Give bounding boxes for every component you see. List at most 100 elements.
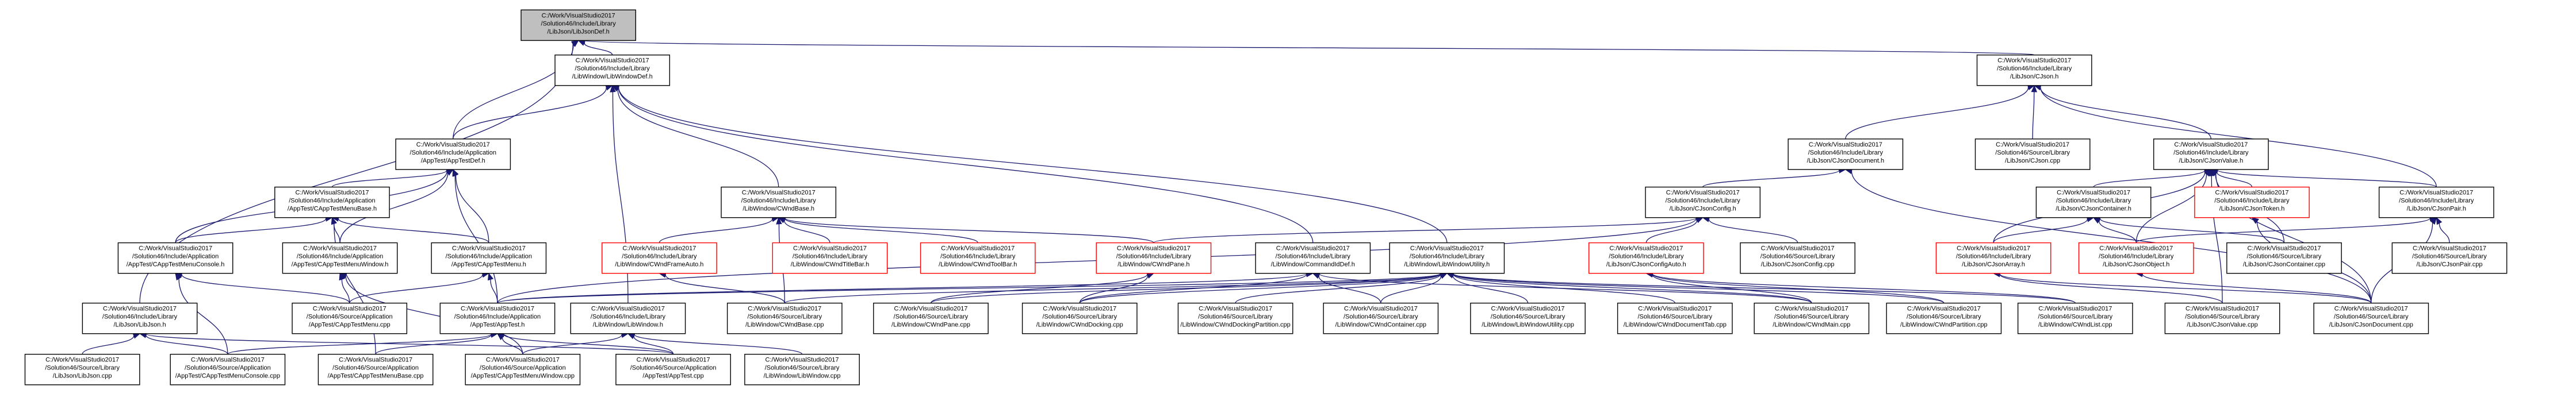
node-CJsonToken_h[interactable]: C:/Work/VisualStudio2017/Solution46/Incl…	[2194, 186, 2310, 218]
node-CAppTestMenuConsole_cpp[interactable]: C:/Work/VisualStudio2017/Solution46/Sour…	[170, 353, 286, 386]
node-CAppTestMenuBase_cpp[interactable]: C:/Work/VisualStudio2017/Solution46/Sour…	[317, 353, 434, 386]
node-label-line: /LibWindow/LibWindow.cpp	[764, 373, 841, 380]
node-CAppTestMenuWindow_cpp[interactable]: C:/Work/VisualStudio2017/Solution46/Sour…	[465, 353, 581, 386]
edge-AppTest_cpp-to-LibJson_h	[139, 330, 674, 355]
node-CJsonArray_h[interactable]: C:/Work/VisualStudio2017/Solution46/Incl…	[1935, 242, 2051, 274]
node-CWndTitleBar_h[interactable]: C:/Work/VisualStudio2017/Solution46/Incl…	[772, 242, 888, 274]
node-label-line: /Solution46/Source/Library	[45, 365, 120, 372]
node-CJsonContainer_h[interactable]: C:/Work/VisualStudio2017/Solution46/Incl…	[2035, 186, 2152, 218]
node-label-line: /LibJson/CJsonArray.h	[1962, 261, 2025, 268]
node-CWndDockingPartition_cpp[interactable]: C:/Work/VisualStudio2017/Solution46/Sour…	[1177, 302, 1293, 334]
node-CWndDocking_cpp[interactable]: C:/Work/VisualStudio2017/Solution46/Sour…	[1021, 302, 1138, 334]
node-CAppTestMenu_h[interactable]: C:/Work/VisualStudio2017/Solution46/Incl…	[431, 242, 547, 274]
node-box	[520, 9, 637, 41]
node-box	[1976, 55, 2092, 86]
node-label-line: C:/Work/VisualStudio2017	[1957, 245, 2030, 252]
arrowhead-icon	[2430, 217, 2437, 225]
node-label-line: /AppTest/CAppTestMenuBase.cpp	[328, 373, 424, 380]
node-CJsonValue_cpp[interactable]: C:/Work/VisualStudio2017/Solution46/Sour…	[2164, 302, 2280, 334]
node-CWndToolBar_h[interactable]: C:/Work/VisualStudio2017/Solution46/Incl…	[920, 242, 1036, 274]
node-box	[317, 353, 434, 386]
edge-line	[455, 175, 489, 243]
node-CJsonPair_cpp[interactable]: C:/Work/VisualStudio2017/Solution46/Sour…	[2391, 242, 2508, 274]
arrowhead-icon	[331, 217, 337, 225]
node-label-line: /LibWindow/LibWindowUtility.cpp	[1482, 322, 1574, 329]
node-CJsonConfigAuto_h[interactable]: C:/Work/VisualStudio2017/Solution46/Incl…	[1588, 242, 1704, 274]
node-label-line: /Solution46/Source/Library	[765, 365, 840, 372]
node-LibWindowUtility_cpp[interactable]: C:/Work/VisualStudio2017/Solution46/Sour…	[1470, 302, 1586, 334]
node-box	[292, 302, 408, 334]
node-label-line: /LibWindow/CWndBase.cpp	[745, 322, 824, 329]
node-CommandIdDef_h[interactable]: C:/Work/VisualStudio2017/Solution46/Incl…	[1255, 242, 1371, 274]
node-label-line: C:/Work/VisualStudio2017	[416, 141, 490, 148]
node-LibWindow_cpp[interactable]: C:/Work/VisualStudio2017/Solution46/Sour…	[744, 353, 860, 386]
node-CJsonPair_h[interactable]: C:/Work/VisualStudio2017/Solution46/Incl…	[2378, 186, 2494, 218]
edge-line	[618, 87, 1314, 243]
node-CAppTestMenuConsole_h[interactable]: C:/Work/VisualStudio2017/Solution46/Incl…	[117, 242, 234, 274]
node-label-line: /Solution46/Include/Application	[289, 198, 375, 205]
edge-line	[665, 275, 785, 303]
node-CWndDocumentTab_cpp[interactable]: C:/Work/VisualStudio2017/Solution46/Sour…	[1617, 302, 1733, 334]
node-AppTestDef[interactable]: C:/Work/VisualStudio2017/Solution46/Incl…	[395, 138, 511, 170]
node-LibJson_cpp[interactable]: C:/Work/VisualStudio2017/Solution46/Sour…	[24, 353, 140, 386]
node-box	[1754, 302, 1870, 334]
node-label-line: /LibWindow/LibWindowDef.h	[572, 74, 653, 80]
edge-CJsonPair_h-to-CJsonValue_h	[2210, 167, 2437, 188]
edge-line	[375, 334, 492, 354]
node-label-line: /LibJson/CJson.h	[2010, 74, 2058, 80]
node-LibWindowUtility_h[interactable]: C:/Work/VisualStudio2017/Solution46/Incl…	[1389, 242, 1505, 274]
node-LibWindowDef[interactable]: C:/Work/VisualStudio2017/Solution46/Incl…	[554, 55, 671, 86]
edge-CJsonPair_h-to-CJson_h	[2033, 84, 2437, 187]
node-CWndPane_h[interactable]: C:/Work/VisualStudio2017/Solution46/Incl…	[1096, 242, 1212, 274]
edge-line	[1453, 273, 1675, 303]
node-box	[1177, 302, 1293, 334]
node-CWndBase_h[interactable]: C:/Work/VisualStudio2017/Solution46/Incl…	[721, 186, 837, 218]
node-AppTest_cpp[interactable]: C:/Work/VisualStudio2017/Solution46/Sour…	[615, 353, 731, 386]
node-box	[439, 302, 556, 334]
node-CAppTestMenuBase_h[interactable]: C:/Work/VisualStudio2017/Solution46/Incl…	[274, 186, 390, 218]
node-CWndPane_cpp[interactable]: C:/Work/VisualStudio2017/Solution46/Sour…	[873, 302, 989, 334]
edge-line	[146, 334, 228, 354]
node-CAppTestMenu_cpp[interactable]: C:/Work/VisualStudio2017/Solution46/Sour…	[292, 302, 408, 334]
node-label-line: /LibWindow/CWndMain.cpp	[1773, 322, 1850, 329]
node-LibWindow_h[interactable]: C:/Work/VisualStudio2017/Solution46/Incl…	[570, 302, 686, 334]
node-label-line: /Solution46/Source/Library	[747, 314, 822, 321]
node-label-line: C:/Work/VisualStudio2017	[2413, 245, 2486, 252]
node-label-line: /LibWindow/CWndToolBar.h	[939, 261, 1017, 268]
edge-line	[1999, 273, 2223, 303]
node-CWndContainer_cpp[interactable]: C:/Work/VisualStudio2017/Solution46/Sour…	[1323, 302, 1439, 334]
edge-line	[618, 86, 1448, 243]
node-CAppTestMenuWindow_h[interactable]: C:/Work/VisualStudio2017/Solution46/Incl…	[282, 242, 398, 274]
node-CJsonDocument_cpp[interactable]: C:/Work/VisualStudio2017/Solution46/Sour…	[2313, 302, 2429, 334]
node-label-line: /Solution46/Include/Application	[454, 314, 541, 321]
node-label-line: C:/Work/VisualStudio2017	[2099, 245, 2173, 252]
node-label-line: C:/Work/VisualStudio2017	[103, 306, 177, 313]
node-CWndBase_cpp[interactable]: C:/Work/VisualStudio2017/Solution46/Sour…	[726, 302, 843, 334]
node-label-line: C:/Work/VisualStudio2017	[1199, 306, 1272, 313]
edge-line	[345, 276, 523, 354]
node-CJsonDocument_h[interactable]: C:/Work/VisualStudio2017/Solution46/Incl…	[1787, 138, 1904, 170]
arrowhead-icon	[175, 272, 182, 281]
node-label-line: C:/Work/VisualStudio2017	[1117, 245, 1191, 252]
node-CWndPartition_cpp[interactable]: C:/Work/VisualStudio2017/Solution46/Sour…	[1886, 302, 2002, 334]
node-LibJson_h[interactable]: C:/Work/VisualStudio2017/Solution46/Incl…	[82, 302, 198, 334]
node-box	[1645, 186, 1761, 218]
node-CJson_cpp[interactable]: C:/Work/VisualStudio2017/Solution46/Sour…	[1974, 138, 2091, 170]
node-label-line: /LibJson/CJsonPair.cpp	[2417, 261, 2483, 268]
node-CJsonContainer_cpp[interactable]: C:/Work/VisualStudio2017/Solution46/Sour…	[2226, 242, 2342, 274]
node-CJsonValue_h[interactable]: C:/Work/VisualStudio2017/Solution46/Incl…	[2153, 138, 2269, 170]
node-AppTest_h[interactable]: C:/Work/VisualStudio2017/Solution46/Incl…	[439, 302, 556, 334]
edge-CJsonArray_h-to-CJsonContainer_h	[1993, 216, 2095, 243]
node-CWndMain_cpp[interactable]: C:/Work/VisualStudio2017/Solution46/Sour…	[1754, 302, 1870, 334]
edge-line	[784, 273, 1441, 304]
node-CJsonConfig_h[interactable]: C:/Work/VisualStudio2017/Solution46/Incl…	[1645, 186, 1761, 218]
node-CWndFrameAuto_h[interactable]: C:/Work/VisualStudio2017/Solution46/Incl…	[602, 242, 717, 274]
node-CJsonObject_h[interactable]: C:/Work/VisualStudio2017/Solution46/Incl…	[2078, 242, 2194, 274]
edge-line	[2098, 221, 2137, 243]
node-CJsonConfig_cpp[interactable]: C:/Work/VisualStudio2017/Solution46/Sour…	[1740, 242, 1855, 274]
edge-line	[1645, 220, 1698, 243]
node-CWndList_cpp[interactable]: C:/Work/VisualStudio2017/Solution46/Sour…	[2017, 302, 2133, 334]
node-CJson_h[interactable]: C:/Work/VisualStudio2017/Solution46/Incl…	[1976, 55, 2092, 86]
edge-CAppTestMenu_h-to-CAppTestMenuBase_h	[331, 215, 489, 243]
node-label-line: C:/Work/VisualStudio2017	[1775, 306, 1848, 313]
